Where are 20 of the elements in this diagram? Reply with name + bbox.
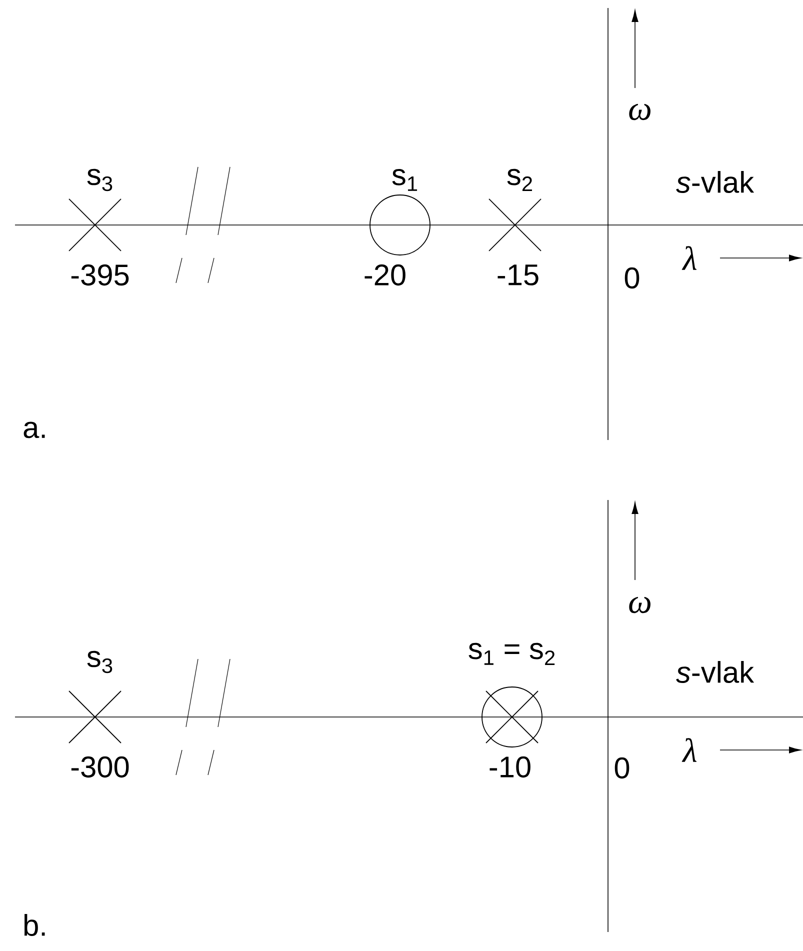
label: s-vlak	[676, 661, 754, 683]
axis-label: ω	[629, 104, 650, 120]
label: s-vlak	[676, 171, 754, 193]
label: -15	[498, 264, 538, 286]
label: s$_{1}$	[392, 169, 418, 191]
label: 0	[624, 267, 640, 289]
label: -395	[71, 264, 129, 286]
label: s$_{3}$	[87, 168, 112, 192]
label: b.	[24, 914, 45, 936]
label: 0	[614, 757, 630, 779]
axis-label: ω	[629, 596, 650, 614]
axis-label: λ	[682, 246, 696, 270]
label: a.	[24, 422, 45, 438]
label: s$_{3}$	[87, 650, 112, 674]
label: -10	[490, 756, 530, 778]
label: s$_{1}$ = s$_{2}$	[468, 642, 555, 666]
label: s$_{2}$	[507, 168, 532, 192]
label: -20	[364, 264, 406, 286]
label: -300	[71, 756, 129, 778]
axis-label: λ	[682, 738, 696, 762]
